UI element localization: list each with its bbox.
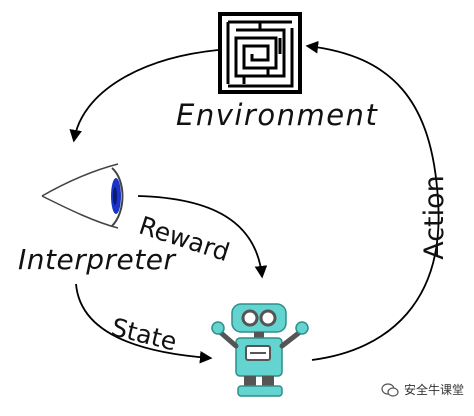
action-label: Action	[418, 175, 450, 260]
interpreter-label: Interpreter	[18, 243, 176, 276]
watermark: 安全牛课堂	[381, 381, 464, 398]
watermark-text: 安全牛课堂	[403, 383, 464, 397]
robot-icon	[211, 303, 309, 397]
arrow-reward	[137, 195, 268, 279]
maze-icon	[218, 12, 302, 94]
arrow-env-to-interp	[69, 49, 219, 143]
environment-label: Environment	[176, 98, 379, 132]
wechat-icon	[381, 382, 399, 397]
arrow-state	[75, 283, 213, 364]
eye-icon	[41, 163, 124, 229]
arrow-action	[305, 40, 440, 361]
